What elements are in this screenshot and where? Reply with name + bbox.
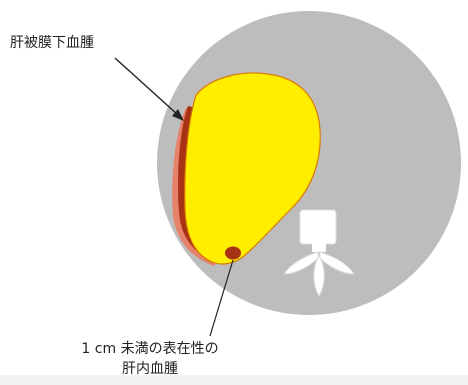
subcapsular-hematoma-arrow-line bbox=[114, 57, 179, 116]
intrahepatic-hematoma-label-line1: 1 cm 未満の表在性の bbox=[81, 341, 219, 357]
subcapsular-hematoma-label: 肝被膜下血腫 bbox=[10, 35, 94, 51]
bottom-strip bbox=[0, 375, 468, 385]
intrahepatic-hematoma bbox=[225, 246, 241, 260]
subcapsular-hematoma-arrowhead bbox=[172, 109, 184, 121]
intrahepatic-hematoma-label-line2: 肝内血腫 bbox=[122, 361, 178, 377]
liver-shape bbox=[184, 72, 321, 265]
intrahepatic-hematoma-label: 1 cm 未満の表在性の 肝内血腫 bbox=[0, 339, 300, 379]
intrahepatic-hematoma-leader-line bbox=[209, 259, 234, 337]
vertebra-icon bbox=[283, 209, 355, 297]
